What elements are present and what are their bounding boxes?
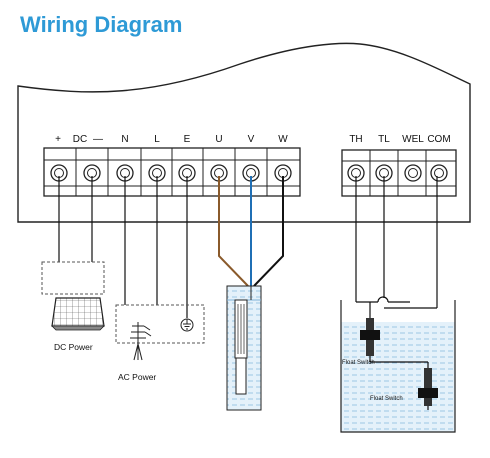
wire-w: [253, 176, 284, 287]
terminal-screw-right-3: [404, 164, 422, 182]
float-switch-lower-caption: Float Switch: [370, 396, 403, 402]
terminal-label-left-3: —: [93, 134, 103, 145]
ac-power-caption: AC Power: [118, 372, 156, 382]
terminal-label-left-7: U: [215, 134, 222, 145]
terminal-screw-left-7: [242, 164, 260, 182]
solar-panel-icon: [51, 297, 105, 331]
dc-power-caption: DC Power: [54, 342, 93, 352]
float-switch-lower-icon: [418, 368, 438, 406]
terminal-block-left: + DC — N L E U V W: [43, 134, 301, 197]
terminal-screw-right-4: [430, 164, 448, 182]
ac-connector-box: [115, 304, 205, 344]
well-with-pump-icon: [226, 285, 262, 411]
terminal-label-right-3: WEL: [402, 134, 424, 145]
terminal-label-left-5: L: [154, 134, 160, 145]
page-title: Wiring Diagram: [20, 12, 183, 37]
float-switch-upper-caption: Float Switch: [342, 360, 375, 366]
wire-u: [218, 176, 249, 287]
terminal-label-right-4: COM: [427, 134, 450, 145]
terminal-label-right-1: TH: [349, 134, 362, 145]
dc-connector-box: [41, 261, 105, 295]
power-pylon-icon: [130, 322, 152, 361]
terminal-screw-left-5: [178, 164, 196, 182]
terminal-label-left-1: +: [55, 134, 61, 145]
dc-wires: [58, 176, 93, 262]
terminal-label-left-8: V: [248, 134, 255, 145]
ground-icon: [180, 318, 194, 332]
terminal-label-left-2: DC: [73, 134, 87, 145]
terminal-label-left-4: N: [121, 134, 128, 145]
terminal-label-left-6: E: [184, 134, 191, 145]
terminal-label-left-9: W: [278, 134, 288, 145]
water-tank-icon: [340, 300, 456, 433]
float-switch-upper-icon: [360, 318, 380, 356]
ac-wires: [124, 176, 188, 318]
terminal-label-right-2: TL: [378, 134, 390, 145]
